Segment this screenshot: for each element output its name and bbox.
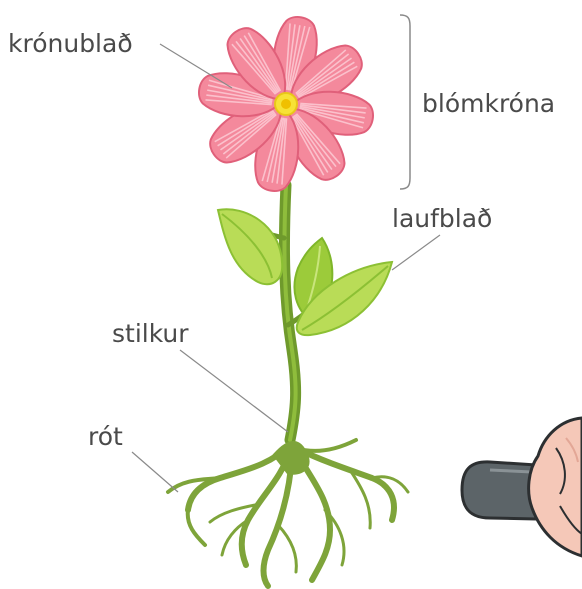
stem-leader-line <box>180 350 288 432</box>
corolla-bracket <box>400 15 410 189</box>
hand <box>529 418 582 556</box>
root-leader-line <box>132 452 178 492</box>
label-root: rót <box>88 422 123 451</box>
label-stem: stilkur <box>112 319 189 348</box>
label-leaf: laufblað <box>392 204 492 233</box>
petal-leader-line <box>160 44 232 88</box>
label-petal: krónublað <box>8 29 133 58</box>
roots <box>168 440 408 586</box>
hand-holding-rod <box>462 418 582 556</box>
leaf-leader-line <box>392 235 440 270</box>
label-corolla: blómkróna <box>422 89 555 118</box>
flower <box>196 14 376 194</box>
leaf-left <box>218 209 282 284</box>
